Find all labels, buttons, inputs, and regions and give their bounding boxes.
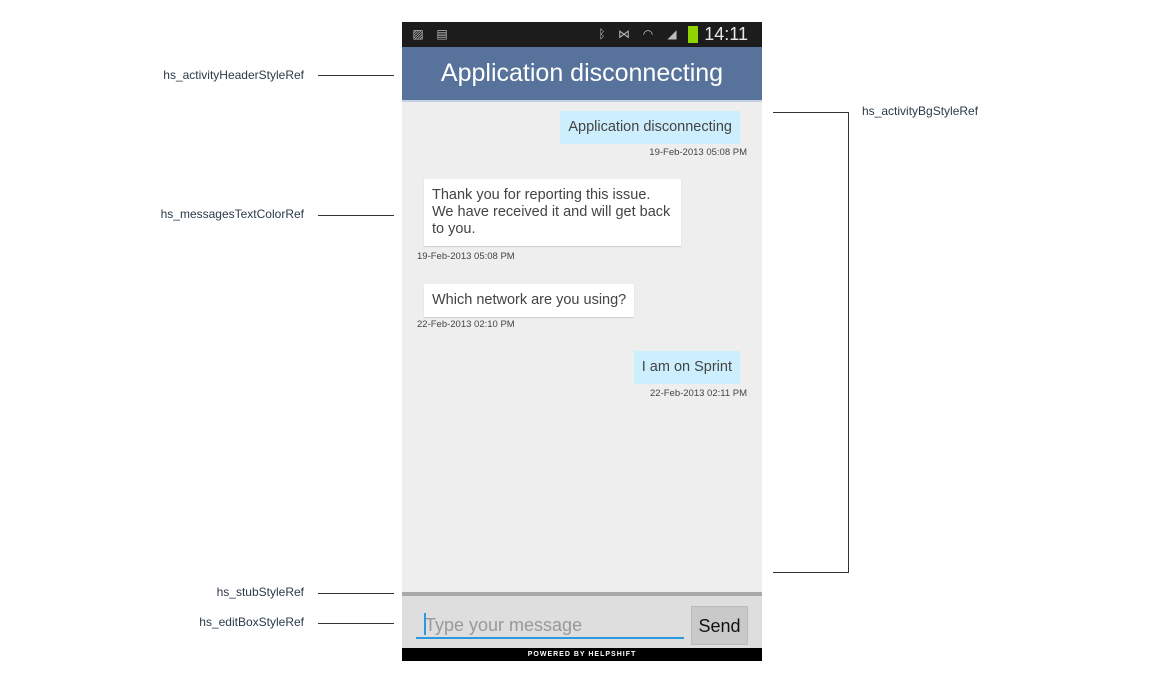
annotation-edit-box: hs_editBoxStyleRef (199, 615, 304, 629)
signal-icon: ◢ (667, 27, 677, 41)
message-timestamp: 22-Feb-2013 02:10 PM (417, 319, 515, 330)
message-timestamp: 19-Feb-2013 05:08 PM (649, 147, 747, 158)
message-timestamp: 19-Feb-2013 05:08 PM (417, 251, 515, 262)
annotation-line (318, 593, 394, 594)
bluetooth-icon: ᛒ (598, 27, 606, 41)
annotation-line (318, 623, 394, 624)
sim-icon: ▤ (436, 27, 448, 41)
annotation-messages-text: hs_messagesTextColorRef (160, 207, 304, 221)
message-bubble-user: Application disconnecting (560, 111, 740, 144)
image-icon: ▨ (412, 27, 424, 41)
message-bubble-agent: Thank you for reporting this issue. We h… (424, 179, 681, 246)
vibrate-icon: ⋈ (618, 27, 630, 41)
annotation-line (318, 75, 394, 76)
header: Application disconnecting (402, 47, 762, 102)
clock: 14:11 (704, 24, 748, 44)
annotation-bracket (773, 112, 849, 573)
battery-icon (688, 26, 698, 43)
message-input-placeholder: Type your message (425, 615, 583, 635)
annotation-line (318, 215, 394, 216)
annotation-stub: hs_stubStyleRef (216, 585, 304, 599)
message-timestamp: 22-Feb-2013 02:11 PM (650, 388, 747, 399)
powered-by-footer: POWERED BY HELPSHIFT (402, 648, 762, 661)
message-bubble-user: I am on Sprint (633, 351, 740, 384)
status-bar: ▨ ▤ ᛒ ⋈ ◠ ◢ 14:11 (402, 22, 762, 47)
annotation-bg: hs_activityBgStyleRef (862, 104, 979, 118)
message-input[interactable]: Type your message (416, 609, 684, 639)
stub-divider (402, 592, 762, 596)
wifi-icon: ◠ (642, 27, 654, 41)
send-button[interactable]: Send (691, 606, 748, 645)
annotation-header: hs_activityHeaderStyleRef (163, 68, 304, 82)
text-cursor (424, 613, 426, 635)
message-bubble-agent: Which network are you using? (424, 284, 635, 317)
composer: Type your message Send (402, 596, 762, 648)
phone-screen: ▨ ▤ ᛒ ⋈ ◠ ◢ 14:11 Application disconnect… (402, 22, 762, 661)
